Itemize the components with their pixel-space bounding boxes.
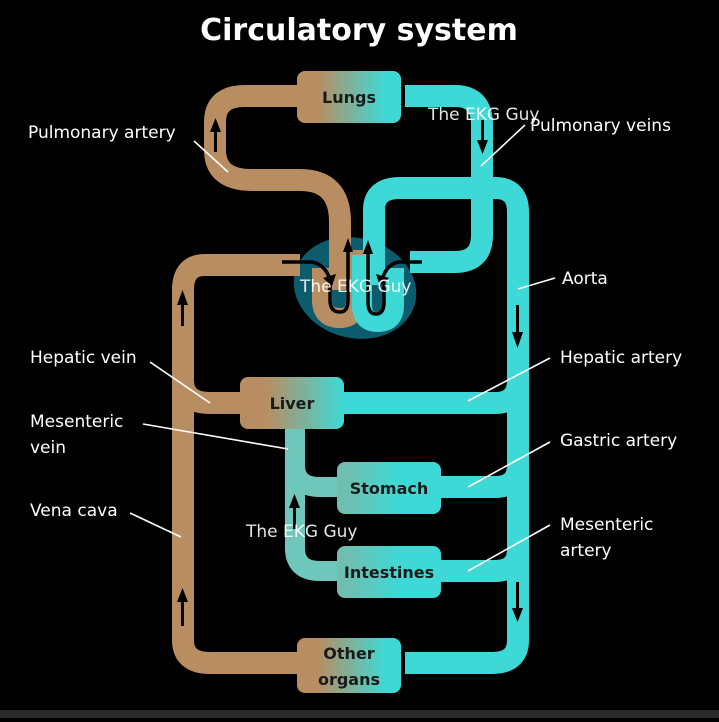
leader-pulmonary-veins — [480, 124, 526, 167]
watermark-text: The EKG Guy — [299, 277, 412, 297]
oxygenated-vessels — [340, 85, 529, 674]
label-vena-cava: Vena cava — [30, 501, 118, 521]
arrow-up-icon — [289, 494, 300, 529]
leader-pulmonary-artery — [193, 140, 229, 173]
aorta-vessel — [363, 177, 529, 674]
label-pulmonary-veins: Pulmonary veins — [530, 116, 671, 136]
arrow-heads — [323, 238, 389, 286]
leader-vena-cava — [129, 512, 182, 538]
label-hepatic-artery: Hepatic artery — [560, 348, 682, 368]
arrow-down-icon — [477, 120, 488, 154]
arrow-head-icon — [323, 274, 336, 286]
arrow-up-icon — [177, 290, 188, 326]
arrow-right-ventricle-icon — [328, 250, 350, 314]
organ-label-lungs: Lungs — [322, 88, 376, 107]
label-hepatic-vein: Hepatic vein — [30, 348, 137, 368]
gastric-artery-vessel — [438, 464, 529, 498]
organ-label-stomach: Stomach — [350, 479, 429, 498]
organ-label-liver: Liver — [270, 394, 315, 413]
label-pulmonary-artery: Pulmonary artery — [28, 123, 176, 143]
label-mesenteric-artery-line1: Mesenteric — [560, 515, 653, 535]
leader-hepatic-vein — [149, 361, 211, 404]
label-aorta: Aorta — [562, 269, 608, 289]
organ-label-intestines: Intestines — [344, 563, 434, 582]
mesenteric-vein-vessel — [285, 420, 340, 581]
leader-aorta — [517, 277, 556, 290]
label-mesenteric-artery-line2: artery — [560, 541, 612, 561]
leader-hepatic-artery — [467, 357, 551, 402]
leader-mesenteric-artery — [467, 524, 551, 572]
organ-other-organs: Other organs — [297, 638, 401, 693]
organ-label-other-line2: organs — [318, 670, 380, 689]
leader-mesenteric-vein — [142, 423, 289, 450]
arrow-down-icon — [512, 305, 523, 348]
arrow-left-ventricle-icon — [366, 252, 386, 316]
organ-intestines: Intestines — [337, 546, 441, 598]
left-ventricle-vessel — [352, 255, 404, 333]
organ-stomach: Stomach — [337, 462, 441, 514]
arrow-up-icon — [363, 240, 373, 254]
label-mesenteric-vein-line1: Mesenteric — [30, 412, 123, 432]
pulmonary-artery-vessel — [204, 85, 351, 290]
leader-gastric-artery — [467, 441, 551, 488]
arrow-up-icon — [177, 588, 188, 626]
label-gastric-artery: Gastric artery — [560, 431, 677, 451]
diagram-title: Circulatory system — [200, 13, 518, 48]
watermark-text: The EKG Guy — [245, 522, 358, 542]
arrow-up-icon — [343, 238, 353, 252]
organ-liver: Liver — [240, 377, 344, 429]
watermark-text: The EKG Guy — [427, 105, 540, 125]
gastric-vein-vessel — [285, 464, 340, 497]
hepatic-artery-vessel — [340, 379, 529, 414]
organ-lungs: Lungs — [297, 71, 401, 123]
mesenteric-artery-vessel — [438, 548, 529, 582]
arrow-head-icon — [376, 274, 389, 286]
organ-label-other-line1: Other — [323, 644, 374, 663]
arrow-up-icon — [210, 118, 221, 152]
leader-lines — [129, 124, 556, 572]
mesenteric-vein-vessels — [285, 420, 340, 581]
arrow-down-icon — [512, 582, 523, 622]
bottom-bar — [0, 710, 719, 718]
vessel-flow-arrows — [177, 118, 523, 626]
vena-cava-vessel — [172, 254, 305, 674]
label-mesenteric-vein-line2: vein — [30, 438, 66, 458]
